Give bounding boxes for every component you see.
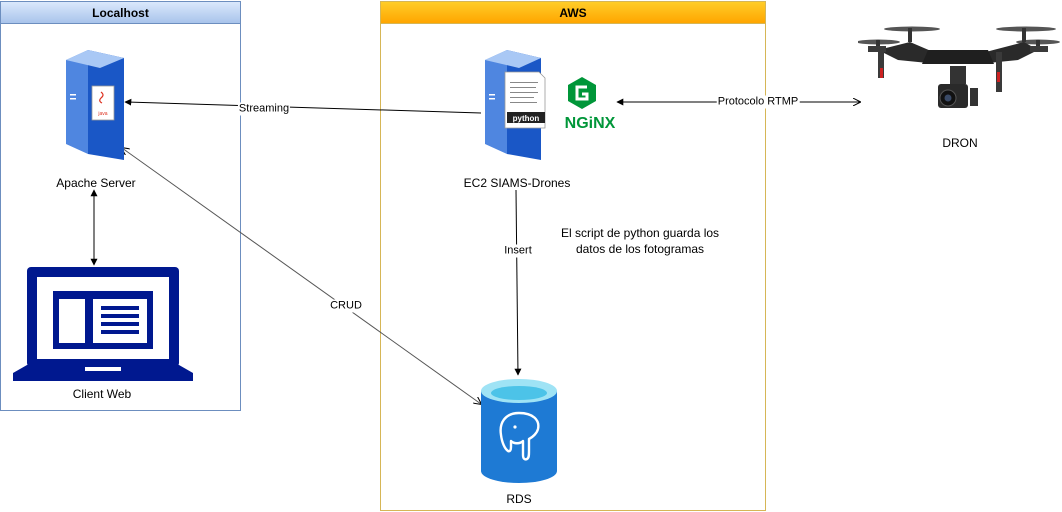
- rds-label: RDS: [506, 492, 532, 506]
- edge-label-rtmp: Protocolo RTMP: [716, 95, 800, 109]
- server-python-icon[interactable]: python: [481, 42, 547, 162]
- nginx-icon[interactable]: NGiNX: [563, 73, 617, 133]
- edge-crud[interactable]: [122, 148, 481, 404]
- nginx-logo-text: NGiNX: [565, 115, 616, 132]
- ec2-label: EC2 SIAMS-Drones: [463, 176, 571, 190]
- aws-group-title: AWS: [381, 2, 765, 24]
- drone-icon[interactable]: [856, 24, 1060, 130]
- client-web-label: Client Web: [72, 387, 132, 401]
- apache-server-label: Apache Server: [56, 176, 136, 190]
- edge-label-insert: Insert: [503, 244, 533, 258]
- localhost-group-title: Localhost: [1, 2, 240, 24]
- database-postgresql-icon[interactable]: [481, 379, 557, 485]
- laptop-icon[interactable]: [13, 267, 193, 383]
- server-java-icon[interactable]: java: [60, 42, 130, 162]
- edge-streaming[interactable]: [124, 98, 482, 114]
- java-logo-text: java: [97, 111, 107, 117]
- edge-insert[interactable]: [514, 189, 522, 376]
- python-logo-text: python: [513, 114, 540, 123]
- python-script-note: El script de python guarda los datos de …: [560, 226, 720, 256]
- edge-label-streaming: Streaming: [237, 102, 291, 116]
- edge-label-crud: CRUD: [329, 299, 363, 313]
- dron-label: DRON: [942, 136, 978, 150]
